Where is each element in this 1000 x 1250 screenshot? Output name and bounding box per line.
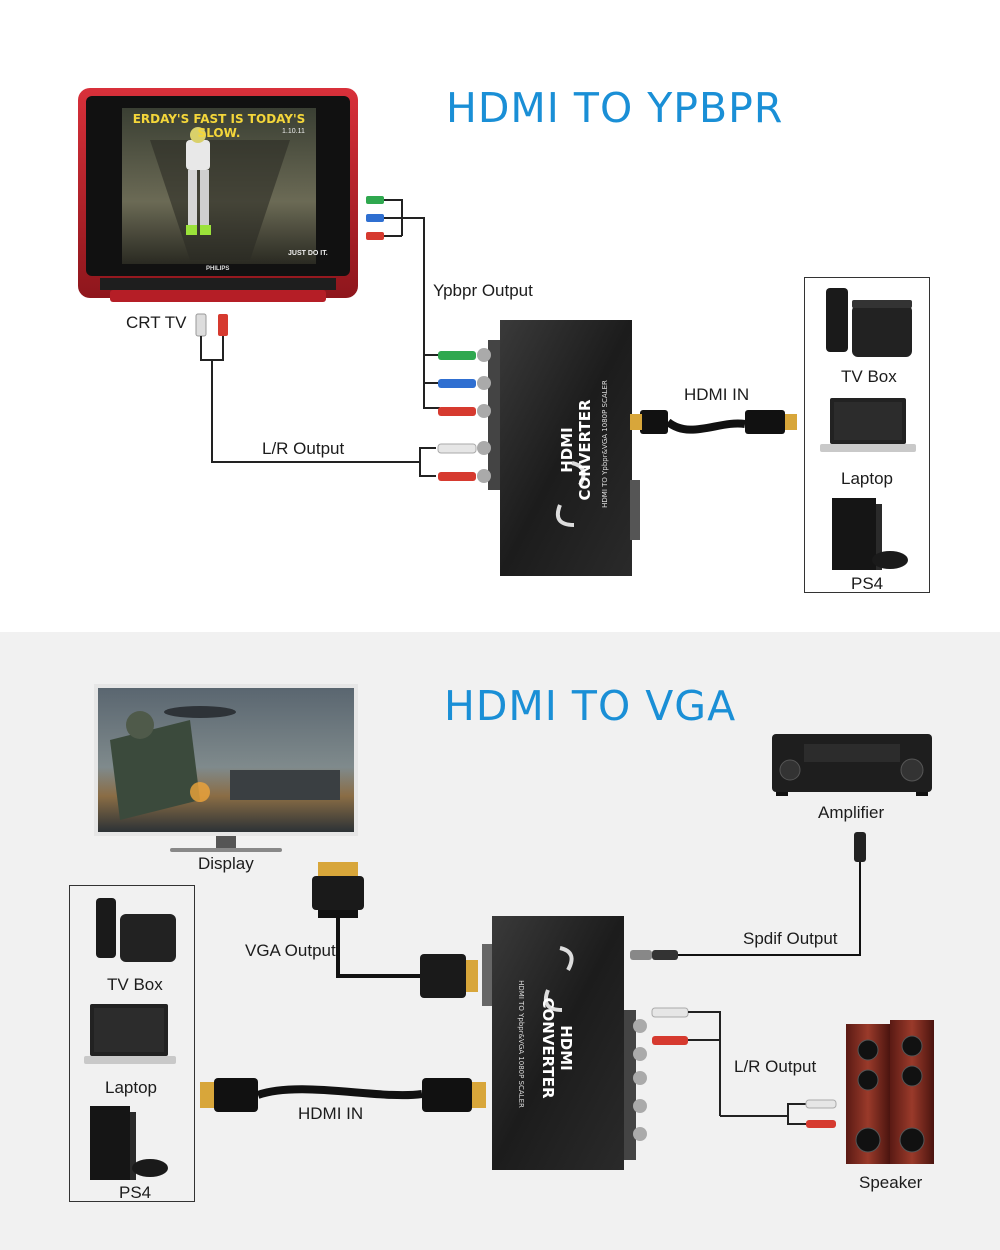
spdif-cable — [652, 832, 866, 960]
top-hdmi-cable — [630, 410, 797, 434]
bottom-source-frame — [69, 885, 195, 1202]
spdif-output-label: Spdif Output — [743, 929, 838, 948]
top-lr-output-label: L/R Output — [262, 439, 345, 458]
vga-cable — [312, 862, 478, 998]
amplifier — [772, 734, 932, 796]
top-source-laptop: Laptop — [841, 469, 893, 488]
speakers — [846, 1020, 934, 1164]
bottom-source-devices — [84, 898, 176, 1180]
crt-audio-plugs — [195, 313, 436, 477]
amplifier-label: Amplifier — [818, 803, 885, 822]
crt-screen-date: 1.10.11 — [282, 128, 305, 135]
display-monitor — [94, 684, 358, 852]
top-converter-subtitle: HDMI TO Ypbpr&VGA 1080P SCALER — [601, 380, 609, 508]
top-hdmi-in-label: HDMI IN — [684, 385, 750, 404]
crt-tv-label: CRT TV — [126, 313, 187, 332]
crt-screen-tagline: JUST DO IT. — [288, 250, 328, 257]
vga-output-label: VGA Output — [245, 941, 336, 960]
bottom-converter-subtitle: HDMI TO Ypbpr&VGA 1080P SCALER — [517, 980, 525, 1108]
top-source-frame — [804, 277, 930, 593]
top-converter-box — [424, 320, 640, 576]
bottom-source-laptop: Laptop — [105, 1078, 157, 1097]
bottom-converter-title: HDMI CONVERTER — [539, 997, 575, 1099]
bottom-hdmi-cable — [200, 1078, 486, 1112]
bottom-source-ps4: PS4 — [119, 1183, 152, 1202]
speaker-label: Speaker — [859, 1173, 923, 1192]
crt-tv — [78, 88, 358, 302]
top-source-devices — [820, 288, 916, 570]
crt-screen-headline: ERDAY'S FAST IS TODAY'S SLOW. — [132, 112, 306, 140]
bottom-title: HDMI TO VGA — [444, 682, 737, 730]
crt-component-plugs — [366, 196, 440, 409]
bottom-hdmi-in-label: HDMI IN — [298, 1104, 364, 1123]
crt-brand: PHILIPS — [206, 266, 230, 272]
top-source-ps4: PS4 — [851, 574, 884, 593]
top-title: HDMI TO YPBPR — [446, 84, 784, 132]
bottom-converter-box — [482, 916, 652, 1170]
top-converter-title: HDMI CONVERTER — [558, 399, 594, 501]
display-label: Display — [198, 854, 254, 873]
bottom-audio-cable — [651, 1007, 837, 1128]
bottom-source-tvbox: TV Box — [107, 975, 163, 994]
top-source-tvbox: TV Box — [841, 367, 897, 386]
ypbpr-output-label: Ypbpr Output — [433, 281, 533, 300]
bottom-lr-output-label: L/R Output — [734, 1057, 817, 1076]
